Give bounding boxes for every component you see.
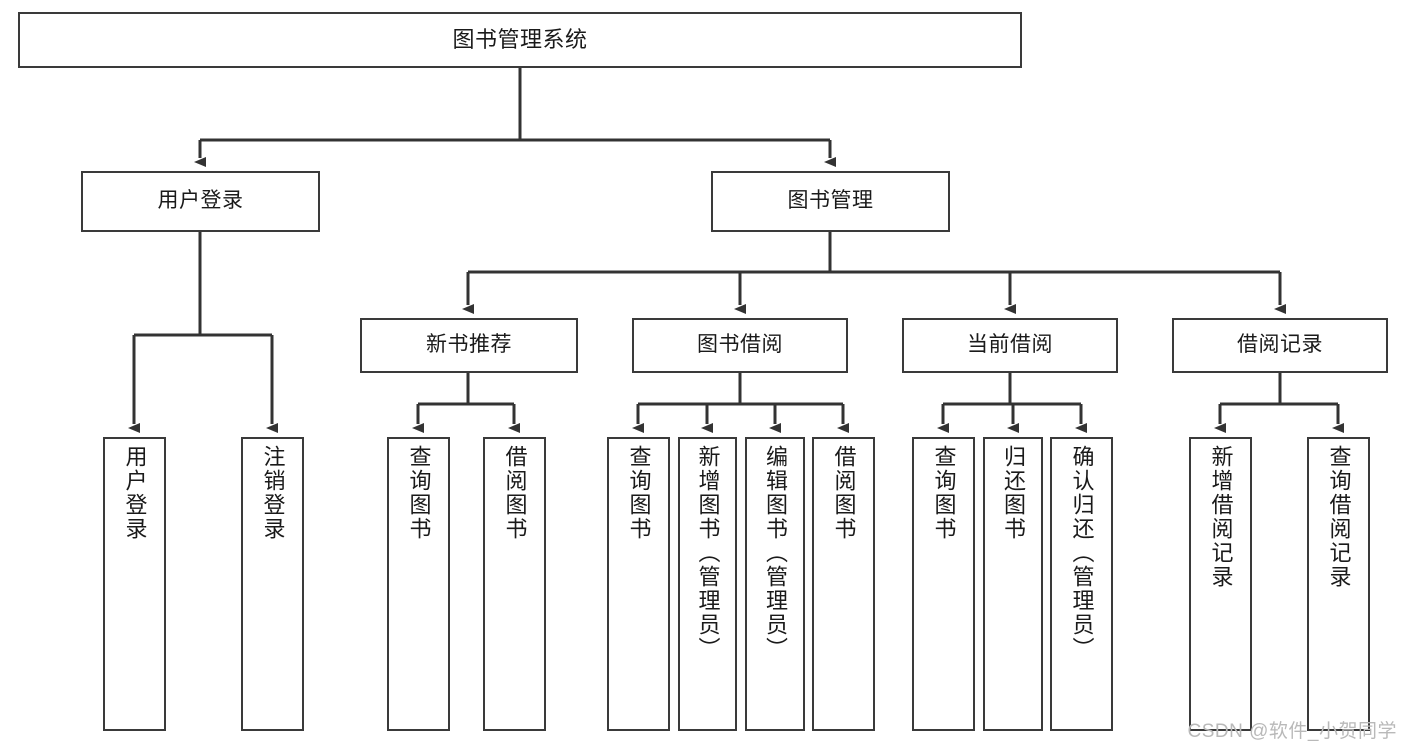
node-book-manage-label: 图书管理 (787, 189, 874, 213)
node-leaf-borrow-book-1-label: 借阅图书 (502, 445, 528, 541)
node-root-label: 图书管理系统 (452, 27, 588, 53)
node-leaf-return-book-label: 归还图书 (1001, 445, 1026, 541)
node-new-book-recommend-label: 新书推荐 (426, 333, 512, 357)
node-leaf-add-book[interactable]: 新增图书（管理员） (678, 437, 737, 731)
node-leaf-borrow-book-1[interactable]: 借阅图书 (483, 437, 546, 731)
node-leaf-user-login[interactable]: 用户登录 (103, 437, 166, 731)
node-leaf-query-borrow-record-label: 查询借阅记录 (1326, 445, 1352, 589)
node-book-borrow-label: 图书借阅 (697, 333, 783, 357)
node-leaf-edit-book[interactable]: 编辑图书（管理员） (745, 437, 805, 731)
node-leaf-query-book-2[interactable]: 查询图书 (607, 437, 670, 731)
node-leaf-borrow-book-2[interactable]: 借阅图书 (812, 437, 875, 731)
node-leaf-query-book-1-label: 查询图书 (406, 445, 432, 541)
node-leaf-edit-book-label: 编辑图书（管理员） (763, 445, 788, 661)
node-leaf-query-book-1[interactable]: 查询图书 (387, 437, 450, 731)
node-leaf-user-logout[interactable]: 注销登录 (241, 437, 304, 731)
node-leaf-query-book-3[interactable]: 查询图书 (912, 437, 975, 731)
node-leaf-query-book-2-label: 查询图书 (626, 445, 652, 541)
node-leaf-confirm-return[interactable]: 确认归还（管理员） (1050, 437, 1113, 731)
node-leaf-add-borrow-record-label: 新增借阅记录 (1208, 445, 1234, 589)
node-book-borrow[interactable]: 图书借阅 (632, 318, 848, 373)
node-leaf-user-login-label: 用户登录 (122, 445, 148, 541)
node-leaf-borrow-book-2-label: 借阅图书 (831, 445, 857, 541)
watermark: CSDN @软件_小贺同学 (1187, 721, 1397, 742)
node-leaf-add-book-label: 新增图书（管理员） (695, 445, 721, 661)
node-leaf-user-logout-label: 注销登录 (260, 445, 286, 541)
node-user-login[interactable]: 用户登录 (81, 171, 320, 232)
node-leaf-query-borrow-record[interactable]: 查询借阅记录 (1307, 437, 1370, 731)
node-borrow-record[interactable]: 借阅记录 (1172, 318, 1388, 373)
node-leaf-add-borrow-record[interactable]: 新增借阅记录 (1189, 437, 1252, 731)
node-leaf-confirm-return-label: 确认归还（管理员） (1069, 445, 1095, 661)
node-leaf-return-book[interactable]: 归还图书 (983, 437, 1043, 731)
node-root[interactable]: 图书管理系统 (18, 12, 1022, 68)
node-new-book-recommend[interactable]: 新书推荐 (360, 318, 578, 373)
node-leaf-query-book-3-label: 查询图书 (931, 445, 957, 541)
node-current-borrow[interactable]: 当前借阅 (902, 318, 1118, 373)
node-book-manage[interactable]: 图书管理 (711, 171, 950, 232)
node-current-borrow-label: 当前借阅 (967, 333, 1053, 357)
node-borrow-record-label: 借阅记录 (1237, 333, 1323, 357)
node-user-login-label: 用户登录 (157, 189, 244, 213)
